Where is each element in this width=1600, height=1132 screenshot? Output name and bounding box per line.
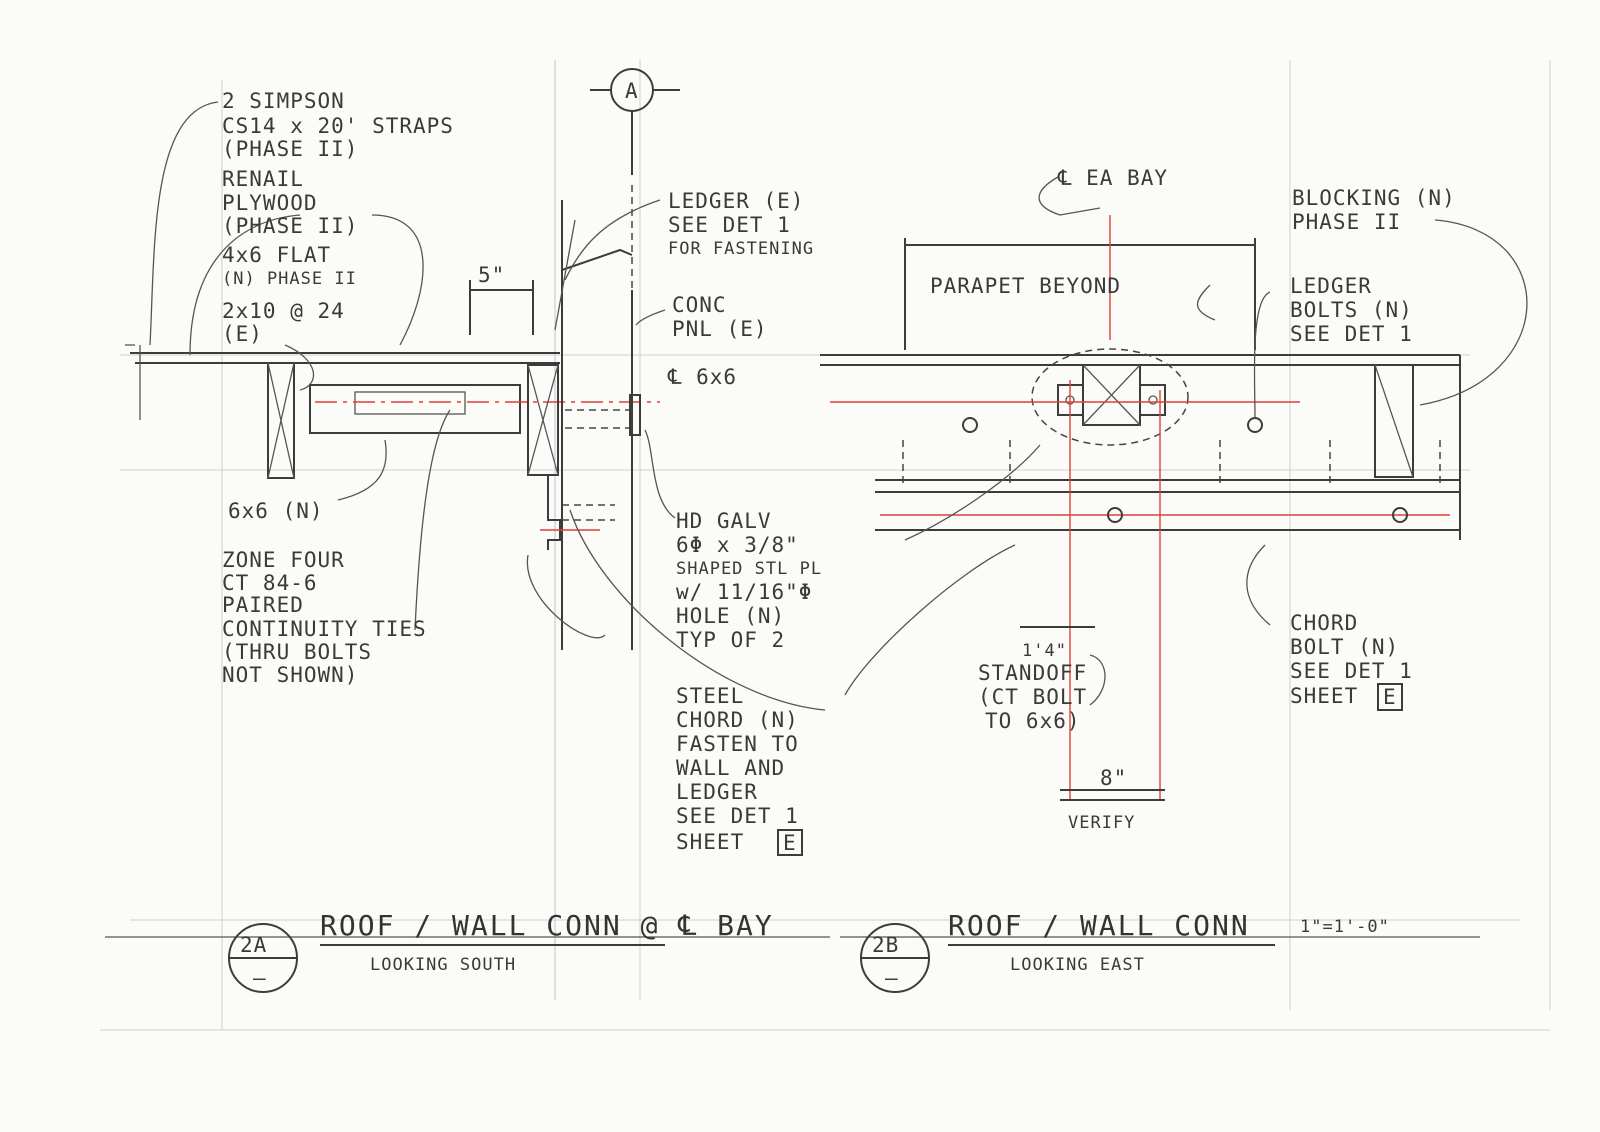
detail-2a-sheet-ref: — — [253, 966, 267, 990]
label-chord-line5: LEDGER — [676, 780, 758, 804]
label-joist-line1: 2x10 @ 24 — [222, 299, 345, 323]
label-parapet: PARAPET BEYOND — [930, 274, 1121, 298]
detail-2b-number: 2B — [872, 933, 899, 957]
label-standoff-line2: (CT BOLT — [978, 685, 1087, 709]
dimension-standoff: 1'4" — [1022, 641, 1067, 661]
label-hd-line1: HD GALV — [676, 509, 772, 533]
label-chord-sheet-box: E — [783, 831, 797, 855]
label-blocking-line1: BLOCKING (N) — [1292, 186, 1456, 210]
label-post-6x6: 6x6 (N) — [228, 499, 324, 523]
label-zone-line4: CONTINUITY TIES — [222, 617, 427, 641]
construction-guidelines — [100, 60, 1551, 1031]
label-hd-line4: w/ 11/16"Φ — [676, 580, 812, 604]
label-renail-line1: RENAIL — [222, 167, 304, 191]
label-ledger-line2: SEE DET 1 — [668, 213, 791, 237]
dimension-8-inch: 8" — [1100, 766, 1127, 790]
label-blocking-line2: PHASE II — [1292, 210, 1401, 234]
label-zone-line1: ZONE FOUR — [222, 548, 345, 572]
label-chord-bolt-line2: BOLT (N) — [1290, 635, 1399, 659]
label-zone-line5: (THRU BOLTS — [222, 640, 372, 664]
detail-2a-drawing — [125, 68, 826, 711]
label-straps-line1: 2 SIMPSON — [222, 89, 345, 113]
label-renail-line3: (PHASE II) — [222, 214, 358, 238]
label-chord-line2: CHORD (N) — [676, 708, 799, 732]
label-ledger-line3: FOR FASTENING — [668, 239, 814, 259]
detail-2a-title: ROOF / WALL CONN @ ℄ BAY — [320, 909, 774, 942]
label-joist-line2: (E) — [222, 322, 263, 346]
label-standoff-line1: STANDOFF — [978, 661, 1087, 685]
label-flat-line1: 4x6 FLAT — [222, 243, 331, 267]
detail-2b-labels: ℄ EA BAY BLOCKING (N) PHASE II PARAPET B… — [930, 166, 1456, 833]
label-chord-bolt-line1: CHORD — [1290, 611, 1358, 635]
label-ledger-bolts-line3: SEE DET 1 — [1290, 322, 1413, 346]
label-straps-line2: CS14 x 20' STRAPS — [222, 114, 454, 138]
label-centerline-6x6: ℄ 6x6 — [667, 365, 737, 389]
detail-2a-labels: 2 SIMPSON CS14 x 20' STRAPS (PHASE II) R… — [222, 89, 822, 856]
label-hd-line3: SHAPED STL PL — [676, 559, 822, 579]
label-chord-bolt-line3: SEE DET 1 — [1290, 659, 1413, 683]
label-chord-line1: STEEL — [676, 684, 744, 708]
label-ledger-bolts-line2: BOLTS (N) — [1290, 298, 1413, 322]
label-chord-line3: FASTEN TO — [676, 732, 799, 756]
label-chord-line4: WALL AND — [676, 756, 785, 780]
label-chord-bolt-line4: SHEET — [1290, 684, 1358, 708]
label-zone-line6: NOT SHOWN) — [222, 663, 358, 687]
label-ledger-bolts-line1: LEDGER — [1290, 274, 1372, 298]
label-renail-line2: PLYWOOD — [222, 191, 318, 215]
detail-2b-subtitle: LOOKING EAST — [1010, 955, 1145, 975]
label-chord-bolt-sheet-box: E — [1383, 685, 1397, 709]
title-2a: 2A — ROOF / WALL CONN @ ℄ BAY LOOKING SO… — [105, 909, 830, 993]
detail-2b-sheet-ref: — — [885, 966, 899, 990]
label-chord-line6: SEE DET 1 — [676, 804, 799, 828]
label-verify: VERIFY — [1068, 813, 1135, 833]
detail-2b-drawing — [820, 176, 1528, 801]
label-centerline-bay: ℄ EA BAY — [1057, 166, 1168, 190]
label-hd-line6: TYP OF 2 — [676, 628, 785, 652]
dimension-5-inch: 5" — [478, 263, 505, 287]
title-2b: 2B — ROOF / WALL CONN 1"=1'-0" LOOKING E… — [840, 909, 1480, 993]
label-zone-line3: PAIRED — [222, 593, 304, 617]
label-straps-line3: (PHASE II) — [222, 137, 358, 161]
detail-2b-scale: 1"=1'-0" — [1300, 917, 1390, 937]
grid-marker-label: A — [625, 79, 639, 103]
label-hd-line2: 6Φ x 3/8" — [676, 533, 799, 557]
detail-2a-number: 2A — [240, 933, 267, 957]
label-standoff-line3: TO 6x6) — [985, 709, 1081, 733]
label-hd-line5: HOLE (N) — [676, 604, 785, 628]
label-conc-line1: CONC — [672, 293, 727, 317]
label-conc-line2: PNL (E) — [672, 317, 768, 341]
label-ledger-line1: LEDGER (E) — [668, 189, 804, 213]
label-chord-line7: SHEET — [676, 830, 744, 854]
detail-2b-title: ROOF / WALL CONN — [948, 909, 1250, 942]
detail-2a-subtitle: LOOKING SOUTH — [370, 955, 516, 975]
label-zone-line2: CT 84-6 — [222, 571, 318, 595]
label-flat-line2: (N) PHASE II — [222, 269, 357, 289]
